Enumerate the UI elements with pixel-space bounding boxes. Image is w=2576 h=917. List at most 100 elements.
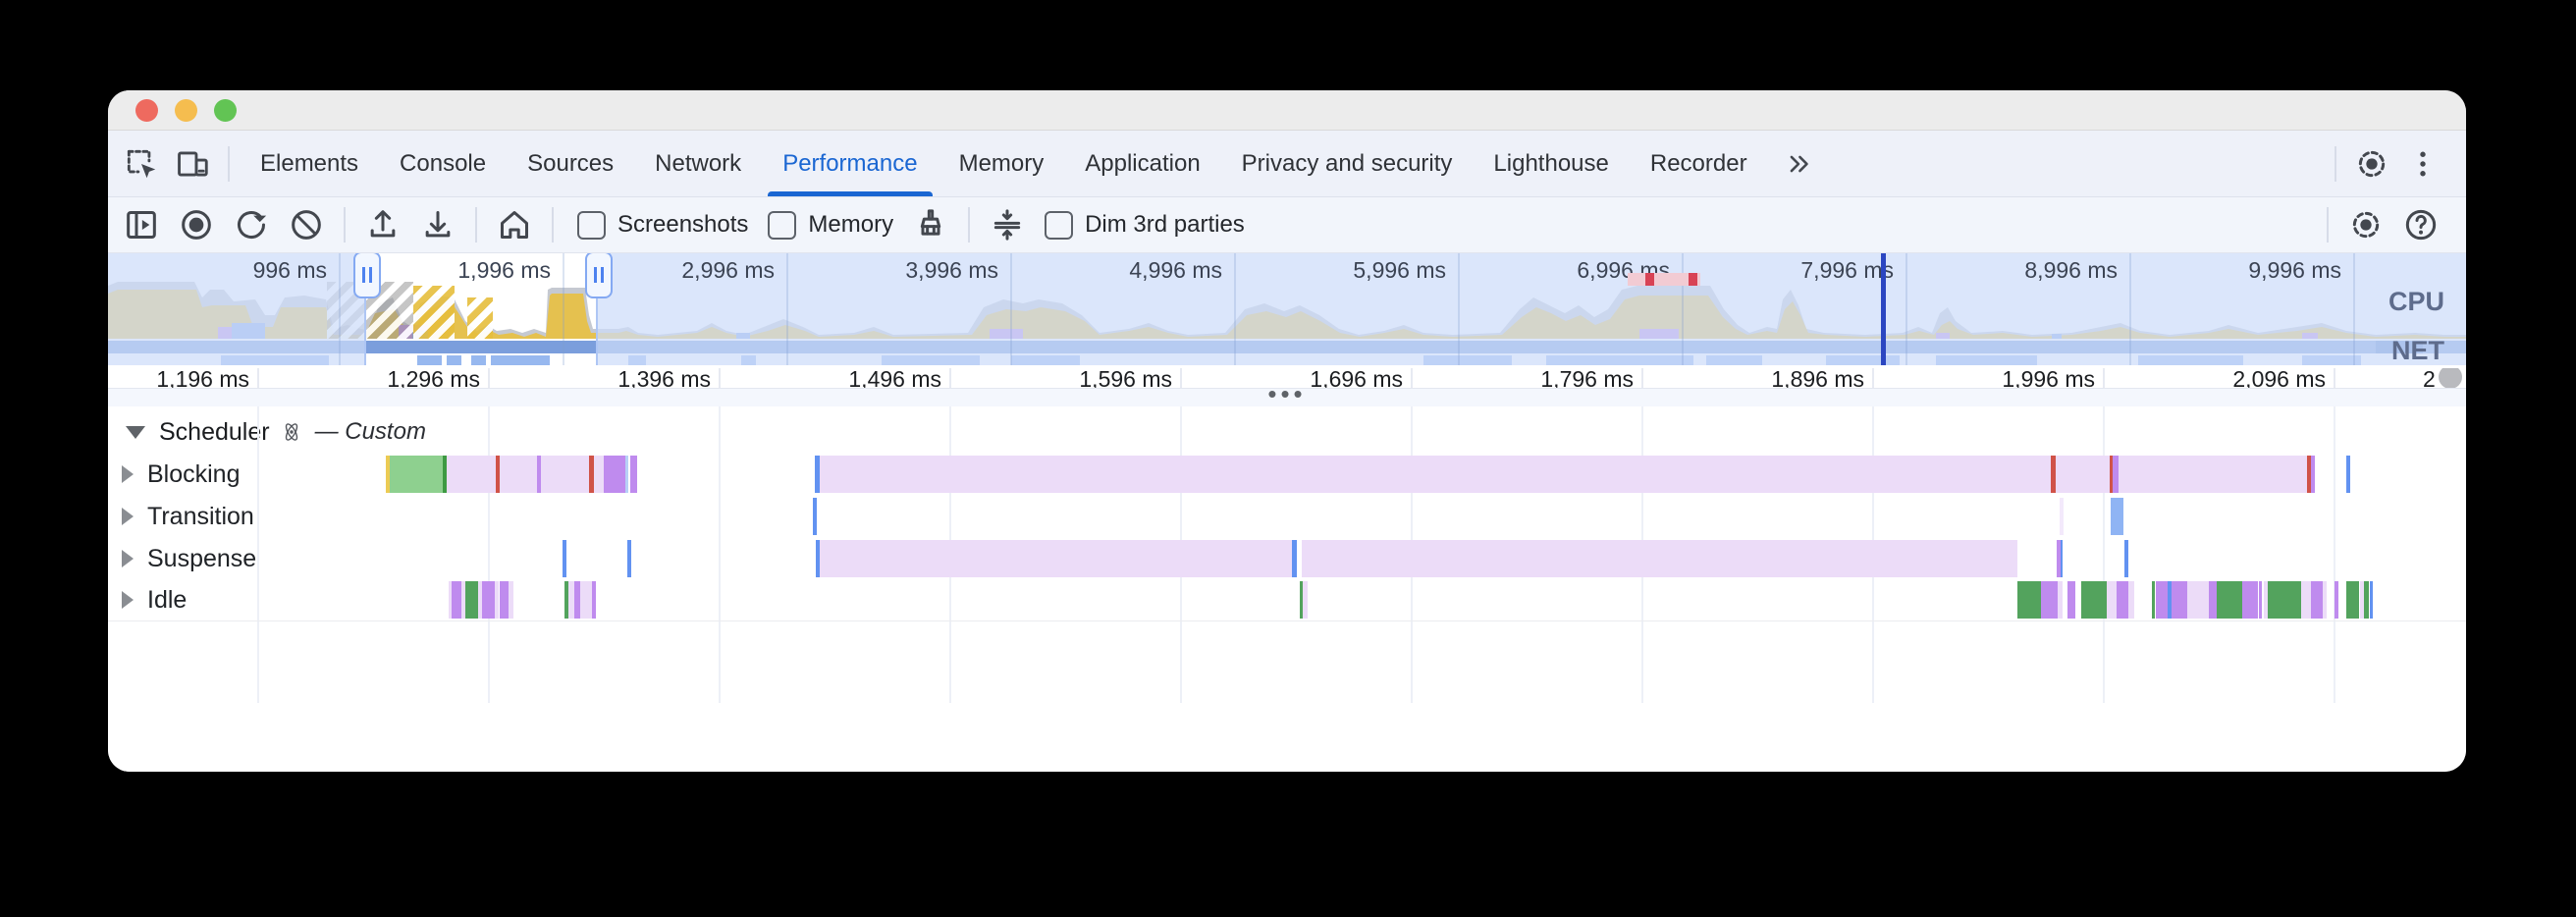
- timeline-bar-lav[interactable]: [568, 581, 574, 619]
- timeline-bar-blue[interactable]: [2168, 581, 2172, 619]
- track-group-scheduler[interactable]: Scheduler — Custom: [108, 414, 426, 450]
- customize-devtools-button[interactable]: [2397, 138, 2448, 189]
- timeline-bar-purple[interactable]: [2156, 581, 2168, 619]
- timeline-bar-lav[interactable]: [2058, 581, 2063, 619]
- timeline-bar-green2[interactable]: [2268, 581, 2301, 619]
- timeline-bar-purple[interactable]: [537, 456, 541, 493]
- timeline-bar-lav[interactable]: [500, 456, 537, 493]
- timeline-bar-yellow[interactable]: [386, 456, 390, 493]
- timeline-bar-purple[interactable]: [2334, 581, 2338, 619]
- timeline-bar-lav[interactable]: [2128, 581, 2134, 619]
- tab-network[interactable]: Network: [655, 149, 742, 177]
- timeline-bar-lav[interactable]: [2187, 581, 2209, 619]
- timeline-bar-lav[interactable]: [820, 540, 1292, 577]
- timeline-bar-purple[interactable]: [2242, 581, 2258, 619]
- timeline-bar-green2[interactable]: [564, 581, 568, 619]
- close-window-button[interactable]: [135, 99, 158, 122]
- record-and-reload-button[interactable]: [224, 200, 279, 249]
- maximize-window-button[interactable]: [214, 99, 237, 122]
- timeline-bar-greenEdge[interactable]: [443, 456, 447, 493]
- timeline-bar-green2[interactable]: [2017, 581, 2041, 619]
- timeline-bar-purple[interactable]: [630, 456, 637, 493]
- timeline-bar-purple[interactable]: [452, 581, 461, 619]
- timeline-bar-lav[interactable]: [495, 581, 499, 619]
- timeline-bar-purple[interactable]: [2311, 581, 2323, 619]
- timeline-bar-red[interactable]: [589, 456, 594, 493]
- timeline-bar-purple[interactable]: [574, 581, 580, 619]
- timeline-bar-blue[interactable]: [815, 456, 820, 493]
- timeline-bar-purple[interactable]: [2259, 581, 2262, 619]
- timeline-bar-purple[interactable]: [482, 581, 495, 619]
- save-profile-button[interactable]: [410, 200, 465, 249]
- clear-button[interactable]: [279, 200, 334, 249]
- help-button[interactable]: [2393, 200, 2448, 249]
- timeline-bar-blue[interactable]: [563, 540, 566, 577]
- track-row-suspense[interactable]: Suspense: [108, 538, 256, 579]
- panel-resizer-handle[interactable]: •••: [108, 381, 2466, 408]
- tab-console[interactable]: Console: [400, 149, 487, 177]
- timeline-bar-purple[interactable]: [2311, 456, 2315, 493]
- timeline-bar-lav[interactable]: [509, 581, 513, 619]
- timeline-bar-red[interactable]: [2051, 456, 2056, 493]
- screenshots-checkbox-box[interactable]: [577, 210, 606, 240]
- tab-sources[interactable]: Sources: [527, 149, 615, 177]
- toggle-sidebar-button[interactable]: [114, 200, 169, 249]
- timeline-bar-lav[interactable]: [2107, 581, 2117, 619]
- timeline-bar-lav[interactable]: [580, 581, 592, 619]
- capture-settings-button[interactable]: [2338, 200, 2393, 249]
- timeline-bar-blue[interactable]: [2370, 581, 2373, 619]
- timeline-bar-blue[interactable]: [2061, 540, 2063, 577]
- collapse-arrow-icon[interactable]: [126, 425, 145, 439]
- timeline-bar-lav[interactable]: [447, 456, 496, 493]
- more-tabs-button[interactable]: [1768, 147, 1829, 181]
- timeline-bar-lav[interactable]: [2264, 581, 2268, 619]
- selection-handle-left[interactable]: [353, 253, 381, 298]
- live-metrics-button[interactable]: [487, 200, 542, 249]
- timeline-bar-red[interactable]: [496, 456, 500, 493]
- timeline-bar-purple[interactable]: [2057, 540, 2061, 577]
- timeline-bar-lav[interactable]: [2119, 456, 2307, 493]
- timeline-bar-lav[interactable]: [541, 456, 589, 493]
- timeline-bar-blue[interactable]: [2124, 540, 2128, 577]
- timeline-bar-lavlight[interactable]: [2060, 498, 2064, 535]
- track-row-idle[interactable]: Idle: [108, 579, 187, 620]
- timeline-bar-green2[interactable]: [2364, 581, 2369, 619]
- timeline-bar-purple[interactable]: [2172, 581, 2187, 619]
- collect-garbage-button[interactable]: [903, 200, 958, 249]
- dim-3rd-parties-checkbox[interactable]: Dim 3rd parties: [1045, 210, 1245, 240]
- memory-checkbox-box[interactable]: [768, 210, 797, 240]
- timeline-bar-green2[interactable]: [465, 581, 478, 619]
- tab-performance[interactable]: Performance: [762, 131, 938, 196]
- timeline-bar-purple[interactable]: [2117, 581, 2128, 619]
- expand-arrow-icon[interactable]: [122, 465, 134, 483]
- scrollbar-thumb[interactable]: [2439, 368, 2462, 388]
- tab-lighthouse[interactable]: Lighthouse: [1493, 149, 1609, 177]
- expand-arrow-icon[interactable]: [122, 508, 134, 525]
- screenshots-checkbox[interactable]: Screenshots: [577, 210, 748, 240]
- timeline-bar-lav[interactable]: [1303, 581, 1308, 619]
- timeline-bar-lav[interactable]: [2360, 581, 2364, 619]
- timeline-bar-green2[interactable]: [1300, 581, 1303, 619]
- timeline-bar-lav[interactable]: [2323, 581, 2327, 619]
- timeline-bar-lav[interactable]: [449, 581, 452, 619]
- timeline-bar-blue[interactable]: [816, 540, 820, 577]
- record-button[interactable]: [169, 200, 224, 249]
- timeline-bar-lav[interactable]: [820, 456, 2051, 493]
- timeline-bar-purple[interactable]: [500, 581, 509, 619]
- timeline-bar-blue[interactable]: [1292, 540, 1297, 577]
- timeline-bar-green2[interactable]: [2152, 581, 2155, 619]
- playhead-marker[interactable]: [1881, 253, 1886, 365]
- timeline-bar-purple[interactable]: [2067, 581, 2075, 619]
- timeline-bar-lav[interactable]: [594, 456, 604, 493]
- tab-memory[interactable]: Memory: [958, 149, 1045, 177]
- timeline-bar-lav[interactable]: [461, 581, 465, 619]
- timeline-bar-green2[interactable]: [2217, 581, 2242, 619]
- tab-elements[interactable]: Elements: [260, 149, 359, 177]
- timeline-bar-purple[interactable]: [592, 581, 596, 619]
- timeline-bar-lav[interactable]: [1302, 540, 2017, 577]
- timeline-bar-blue[interactable]: [627, 540, 631, 577]
- expand-arrow-icon[interactable]: [122, 550, 134, 567]
